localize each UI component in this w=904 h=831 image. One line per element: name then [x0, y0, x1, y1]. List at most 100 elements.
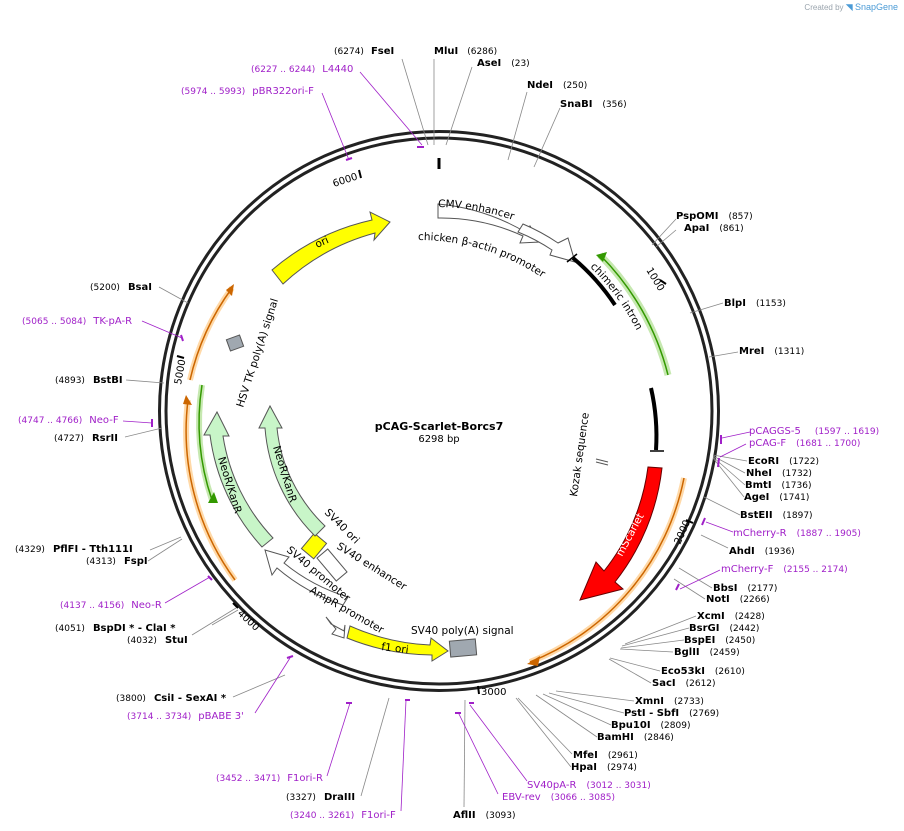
enzyme-label-draiii: (3327)DraIII [286, 792, 355, 803]
enzyme-label-fsei: (6274)FseI [334, 46, 394, 57]
enzyme-label-bbsi: BbsI(2177) [713, 583, 777, 594]
cmv-enhancer-arrow [437, 203, 541, 244]
enzyme-label-eco53ki: Eco53kI(2610) [661, 666, 745, 677]
tick-1000: 1000 [643, 266, 666, 293]
tick-mark-1000 [659, 279, 667, 285]
sv40-enhancer-feature [316, 548, 348, 582]
enzyme-label-csii-sexai: (3800)CsiI - SexAI * [116, 693, 227, 704]
credit-prefix: Created by [804, 3, 844, 12]
mscarlet-orf-arrow [527, 477, 687, 666]
enzyme-label-saci: SacI(2612) [652, 678, 716, 689]
tick-mark-4000 [232, 602, 239, 609]
sv40-polya-feature [448, 638, 478, 658]
primer-label-pbabe3: (3714 .. 3734)pBABE 3' [127, 711, 244, 722]
cba-promoter-arrow [517, 223, 576, 263]
enzyme-label-bstbi: (4893)BstBI [55, 375, 123, 386]
enzyme-label-pspomi: PspOMI(857) [676, 211, 753, 222]
enzyme-label-mlui: MluI(6286) [434, 46, 497, 57]
plasmid-size: 6298 bp [418, 434, 459, 445]
enzyme-label-hpai: HpaI(2974) [571, 762, 637, 773]
chimeric-intron-arrow [596, 252, 672, 376]
plasmid-name: pCAG-Scarlet-Borcs7 [375, 420, 504, 433]
backbone-inner [164, 136, 714, 686]
neokan-orf-green-arrow [196, 384, 218, 503]
cba-end-tick [566, 253, 578, 263]
tick-mark-6000 [358, 169, 362, 179]
enzyme-label-pflfi-tth111i: (4329)PflFI - Tth111I [15, 544, 133, 555]
neokan-orf-orange-arrow [183, 395, 238, 582]
f1-ori-label: f1 ori [381, 641, 410, 656]
enzyme-label-snabi: SnaBI(356) [560, 99, 627, 110]
primer-leader-lines [122, 71, 751, 812]
origin-marker [437, 158, 441, 169]
enzyme-label-noti: NotI(2266) [706, 594, 770, 605]
primer-label-tk-pa-r: (5065 .. 5084)TK-pA-R [22, 316, 132, 327]
enzyme-label-mrei: MreI(1311) [739, 346, 804, 357]
enzyme-label-agei: AgeI(1741) [744, 492, 809, 503]
enzyme-label-psti-sbfi: PstI - SbfI(2769) [624, 708, 719, 719]
kozak-label: Kozak sequence [568, 412, 592, 498]
enzyme-label-bglii: BglII(2459) [674, 647, 740, 658]
kozak-sequence-feature [595, 387, 664, 466]
primer-label-pcaggs-5: pCAGGS-5(1597 .. 1619) [749, 426, 879, 437]
primer-label-pbr322ori-f: (5974 .. 5993)pBR322ori-F [181, 86, 314, 97]
chimeric-intron-line [571, 256, 617, 307]
enzyme-label-bspdi-clai: (4051)BspDI * - ClaI * [55, 623, 176, 634]
backbone-outer [158, 130, 720, 692]
enzyme-label-bpu10i: Bpu10I(2809) [611, 720, 690, 731]
enzyme-label-bsrgi: BsrGI(2442) [689, 623, 759, 634]
neokan-outer-arrow [203, 410, 274, 548]
primer-label-pcag-f: pCAG-F(1681 .. 1700) [749, 438, 860, 449]
enzyme-label-xmni: XmnI(2733) [635, 696, 704, 707]
enzyme-label-xcmi: XcmI(2428) [697, 611, 765, 622]
ori-label: ori [313, 234, 330, 251]
ampr-promoter-arrow [325, 616, 346, 639]
sv40-promoter-arrow [264, 549, 349, 606]
snapgene-logo-icon: ◥ [845, 2, 853, 12]
enzyme-label-aflii: AflII(3093) [453, 810, 516, 821]
enzyme-label-ndei: NdeI(250) [527, 80, 587, 91]
enzyme-label-mfei: MfeI(2961) [573, 750, 638, 761]
primer-label-f1ori-f: (3240 .. 3261)F1ori-F [290, 810, 396, 821]
enzyme-label-bsteii: BstEII(1897) [740, 510, 813, 521]
hsvtk-polya-label: HSV TK poly(A) signal [234, 297, 281, 409]
enzyme-label-ahdi: AhdI(1936) [729, 546, 795, 557]
neokan-outer-label: NeoR/KanR [215, 455, 244, 515]
tick-3000: 3000 [481, 687, 506, 698]
primer-label-mcherry-f: mCherry-F(2155 .. 2174) [721, 564, 848, 575]
tick-5000: 5000 [173, 359, 188, 386]
tick-mark-5000 [176, 355, 185, 359]
primer-label-sv40pa-r: SV40pA-R(3012 .. 3031) [527, 780, 651, 791]
enzyme-leader-lines [124, 58, 748, 808]
f1-ori-arrow [346, 625, 449, 662]
enzyme-label-bmti: BmtI(1736) [745, 480, 811, 491]
enzyme-label-ecori: EcoRI(1722) [748, 456, 819, 467]
enzyme-label-asei: AseI(23) [477, 58, 530, 69]
enzyme-label-nhei: NheI(1732) [746, 468, 812, 479]
tick-mark-2000 [685, 519, 694, 524]
tick-4000: 4000 [235, 608, 261, 633]
enzyme-label-bamhi: BamHI(2846) [597, 732, 674, 743]
hsvtk-orf-arrow [187, 284, 235, 381]
mscarlet-arrow [579, 466, 663, 601]
neokan-inner-arrow [258, 404, 326, 537]
primer-label-l4440: (6227 .. 6244)L4440 [251, 64, 353, 75]
enzyme-label-bspei: BspEI(2450) [684, 635, 755, 646]
primer-label-neo-r: (4137 .. 4156)Neo-R [60, 600, 162, 611]
hsvtk-polya-feature [225, 334, 245, 352]
enzyme-label-apai: ApaI(861) [684, 223, 744, 234]
enzyme-label-stui: (4032)StuI [127, 635, 188, 646]
primer-marks [151, 146, 722, 714]
enzyme-label-blpi: BlpI(1153) [724, 298, 786, 309]
primer-label-ebv-rev: EBV-rev(3066 .. 3085) [502, 792, 615, 803]
sv40-polya-label: SV40 poly(A) signal [411, 625, 514, 637]
enzyme-label-rsrii: (4727)RsrII [54, 433, 118, 444]
primer-label-neo-f: (4747 .. 4766)Neo-F [18, 415, 119, 426]
primer-label-mcherry-r: mCherry-R(1887 .. 1905) [733, 528, 861, 539]
primer-label-f1ori-r: (3452 .. 3471)F1ori-R [216, 773, 323, 784]
tick-mark-3000 [477, 685, 480, 695]
ori-arrow [271, 211, 391, 285]
sv40-ori-feature [300, 532, 328, 560]
enzyme-label-bsai: (5200)BsaI [90, 282, 152, 293]
